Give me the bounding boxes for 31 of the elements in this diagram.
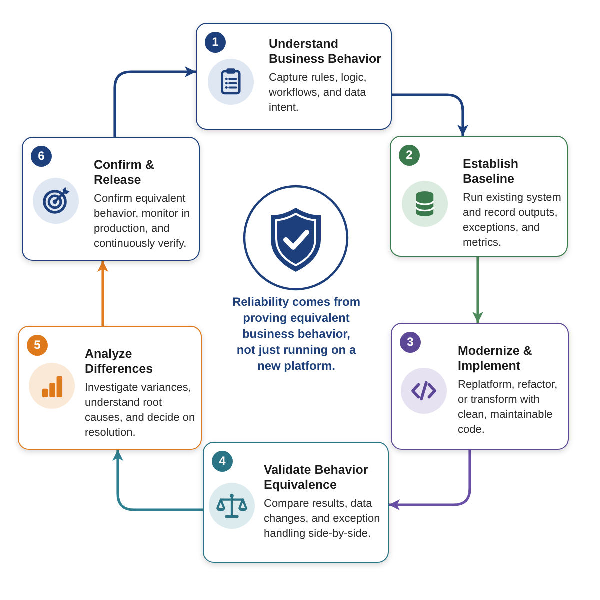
arrow [389,450,472,510]
step-title: Understand Business Behavior [269,37,383,67]
step-number: 6 [31,146,52,167]
key-message: Reliability comes from proving equivalent business behavior, not just running on a new platform. [232,294,361,374]
step-card [18,326,202,450]
step-title: Validate Behavior Equivalence [264,463,370,493]
step-number: 3 [400,332,421,353]
step-card [390,136,568,257]
step-title: Modernize & Implement [458,344,534,374]
step-description: Compare results, data changes, and exception handling side-by-side. [264,497,382,542]
step-description: Confirm equivalent behavior, monitor in production, and continuously verify. [94,192,191,252]
step-number: 2 [399,145,420,166]
step-description: Investigate variances, understand root causes, and decide on resolution. [85,381,196,441]
step-title: Analyze Differences [85,347,154,377]
arrow [98,261,108,326]
arrow [472,257,484,323]
step-number: 5 [27,335,48,356]
arrow [112,450,203,512]
step-description: Run existing system and record outputs, exceptions, and metrics. [463,191,562,251]
step-card [196,23,392,130]
step-card [203,442,389,563]
step-title: Establish Baseline [463,157,520,187]
step-card [391,323,569,450]
step-card [22,137,200,261]
step-description: Capture rules, logic, workflows, and data intent. [269,71,368,116]
step-number: 4 [212,451,233,472]
step-title: Confirm & Release [94,158,156,188]
step-number: 1 [205,32,226,53]
arrow [114,66,196,137]
arrow [392,94,468,136]
step-description: Replatform, refactor, or transform with clean, maintainable code. [458,378,559,438]
